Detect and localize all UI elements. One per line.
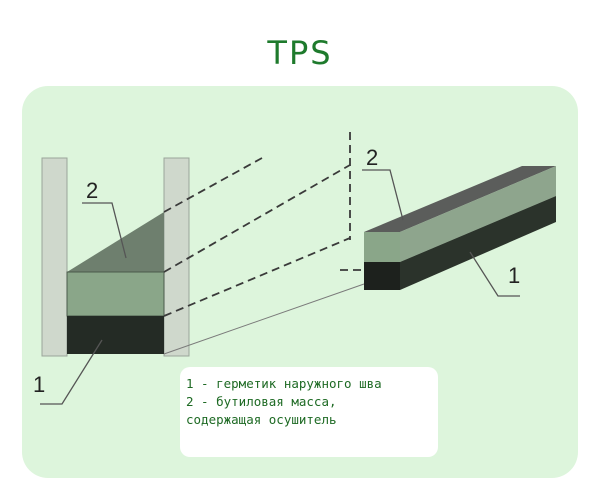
legend-line-2: 2 - бутиловая масса, (186, 394, 337, 409)
diagram-title: TPS (267, 34, 333, 72)
label-butyl-left: 2 (86, 178, 98, 203)
right-glass-pane (163, 157, 190, 357)
projection-line-bottom (163, 283, 365, 355)
butyl-front-face (66, 271, 165, 317)
sealant-front-face (67, 316, 164, 354)
legend-line-1: 1 - герметик наружного шва (186, 376, 382, 391)
label-butyl-right: 2 (366, 145, 378, 170)
bar-butyl-front (364, 232, 400, 262)
projection-lines (163, 132, 364, 317)
legend-line-3: содержащая осушитель (186, 412, 337, 427)
left-glass-pane (41, 157, 68, 357)
leader-lines (40, 169, 520, 405)
bar-butyl-side (400, 166, 556, 262)
bar-sealant-side (400, 196, 556, 290)
label-sealant-right: 1 (508, 263, 520, 288)
bar-top-face (364, 166, 556, 232)
legend-box: 1 - герметик наружного шва 2 - бутиловая… (180, 367, 438, 457)
bar-sealant-front (364, 262, 400, 290)
butyl-top-face (67, 212, 164, 272)
label-sealant-left: 1 (33, 372, 45, 397)
